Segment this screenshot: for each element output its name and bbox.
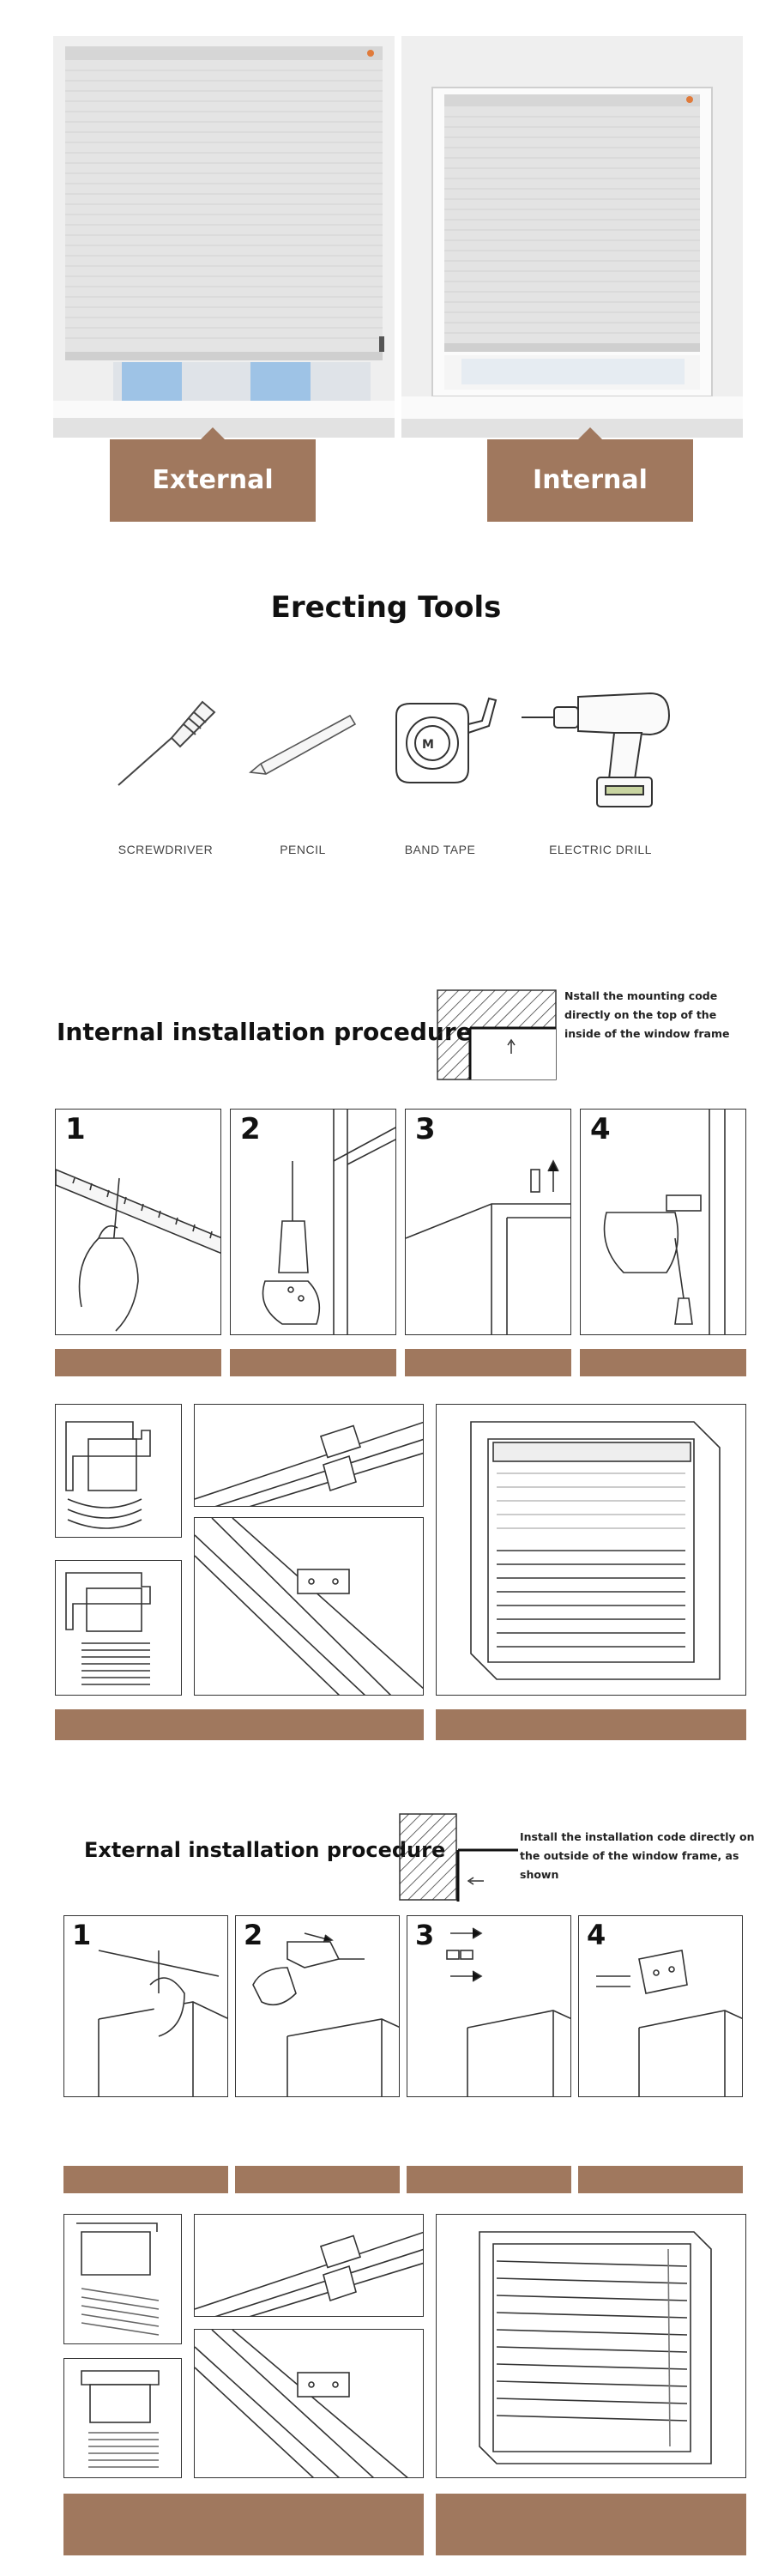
tool-label-band-tape: BAND TAPE — [404, 843, 476, 856]
external-blind-illustration — [53, 36, 395, 438]
internal-mount-diagram — [436, 989, 558, 1081]
external-step-3-number: 3 — [415, 1919, 435, 1951]
svg-text:M: M — [422, 738, 434, 752]
pencil-icon — [238, 704, 367, 789]
external-step-2-panel — [235, 1915, 400, 2097]
external-effect-photo — [53, 36, 395, 438]
external-step-2-bar — [235, 2166, 400, 2193]
internal-mount-note: Nstall the mounting code directly on the… — [564, 989, 730, 1040]
internal-blind-illustration — [401, 36, 743, 438]
external-step-1-panel — [63, 1915, 228, 2097]
internal-step-1-bar — [55, 1349, 221, 1376]
electric-drill-icon — [513, 678, 685, 815]
internal-step-2-bar — [230, 1349, 396, 1376]
external-finished-window-panel — [436, 2214, 746, 2478]
external-lower-right-bar — [436, 2494, 746, 2555]
external-step-1-bar — [63, 2166, 228, 2193]
external-headrail-panel-bottom — [194, 2329, 424, 2478]
tape-measure-icon: M — [376, 686, 504, 798]
screwdriver-icon — [101, 686, 230, 798]
external-step-3-bar — [407, 2166, 571, 2193]
external-mount-diagram — [398, 1812, 518, 1902]
internal-step-3-bar — [405, 1349, 571, 1376]
internal-headrail-panel-top — [194, 1404, 424, 1507]
external-lower-left-bar — [63, 2494, 424, 2555]
internal-step-4-bar — [580, 1349, 746, 1376]
external-step-2-number: 2 — [244, 1919, 263, 1951]
internal-step-2-number: 2 — [240, 1112, 261, 1146]
external-step-4-number: 4 — [587, 1919, 606, 1951]
tool-label-screwdriver: SCREWDRIVER — [118, 843, 214, 856]
external-headrail-panel-top — [194, 2214, 424, 2317]
tool-label-pencil: PENCIL — [280, 843, 326, 856]
internal-step-4-panel — [580, 1109, 746, 1335]
internal-bracket-cord-panel — [55, 1404, 182, 1538]
internal-step-1-number: 1 — [65, 1112, 86, 1146]
external-mount-note: Install the installation code directly o… — [520, 1830, 755, 1881]
internal-lower-left-bar — [55, 1709, 424, 1740]
internal-bracket-clip-panel — [55, 1560, 182, 1696]
internal-lower-right-bar — [436, 1709, 746, 1740]
external-procedure-title: External installation procedure — [84, 1838, 446, 1862]
internal-step-1-panel — [55, 1109, 221, 1335]
external-bracket-blind-panel — [63, 2214, 182, 2344]
internal-finished-window-panel — [436, 1404, 746, 1696]
external-step-3-panel — [407, 1915, 571, 2097]
external-step-4-panel — [578, 1915, 743, 2097]
internal-step-3-number: 3 — [415, 1112, 436, 1146]
internal-effects-label: Internal Effects — [487, 427, 693, 577]
internal-step-2-panel — [230, 1109, 396, 1335]
internal-step-4-number: 4 — [590, 1112, 611, 1146]
external-step-4-bar — [578, 2166, 743, 2193]
external-step-1-number: 1 — [72, 1919, 92, 1951]
external-effects-label: External Effects — [110, 427, 316, 577]
internal-procedure-title: Internal installation procedure — [57, 1018, 473, 1046]
erecting-tools-title: Erecting Tools — [270, 590, 502, 625]
internal-effect-photo — [401, 36, 743, 438]
internal-step-3-panel — [405, 1109, 571, 1335]
external-bracket-clip-panel — [63, 2358, 182, 2478]
internal-headrail-panel-bottom — [194, 1517, 424, 1696]
tool-label-electric-drill: ELECTRIC DRILL — [549, 843, 652, 856]
